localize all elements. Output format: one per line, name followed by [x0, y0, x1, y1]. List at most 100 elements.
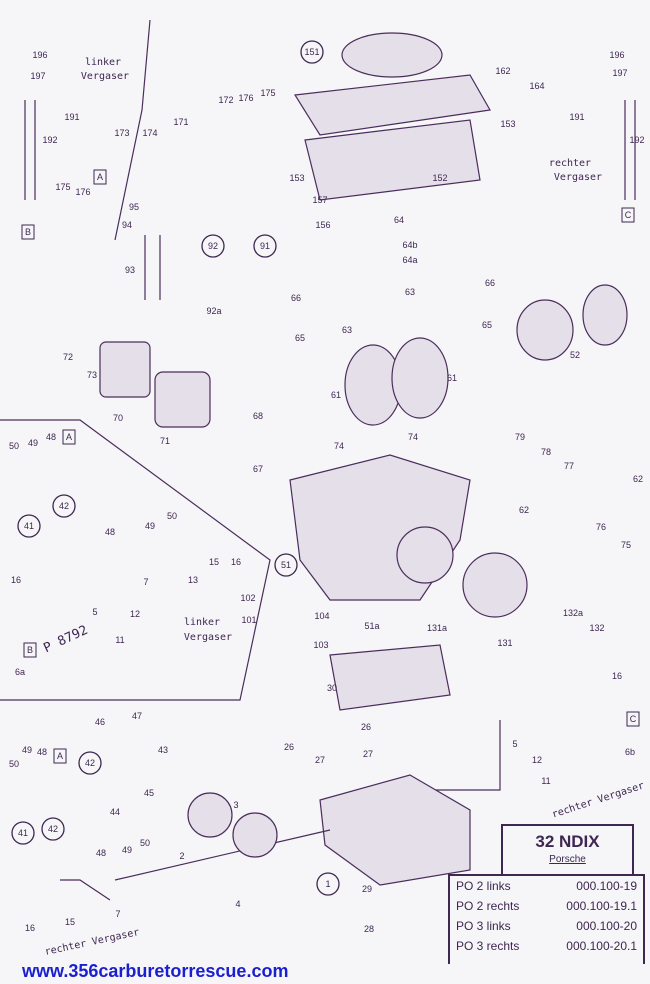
part-number-label: 42 — [59, 501, 69, 511]
callout-circle — [41, 817, 65, 841]
part-number-label: 1 — [325, 879, 330, 889]
part-number-label: 95 — [129, 202, 139, 212]
cover-gasket — [154, 371, 211, 428]
part-number: 000.100-20 — [576, 919, 637, 933]
part-number-label: 73 — [87, 370, 97, 380]
part-number-label: 48 — [96, 848, 106, 858]
part-number-label: 171 — [173, 117, 188, 127]
gasket — [304, 119, 481, 201]
callout-circle — [52, 494, 76, 518]
part-number-label: 50 — [9, 441, 19, 451]
part-number-label: 50 — [140, 838, 150, 848]
part-number-label: 50 — [9, 759, 19, 769]
base-gasket — [329, 644, 451, 711]
annotation-text: linker — [85, 57, 121, 68]
part-number-label: 15 — [65, 917, 75, 927]
callout-circle — [274, 553, 298, 577]
part-number-label: 197 — [612, 68, 627, 78]
part-number-label: 2 — [179, 851, 184, 861]
part-number-label: 30 — [327, 683, 337, 693]
part-number-label: 68 — [253, 411, 263, 421]
lever — [60, 879, 111, 901]
part-number-label: 66 — [485, 278, 495, 288]
reference-box — [621, 207, 635, 223]
part-number-label: 16 — [25, 923, 35, 933]
part-number-label: 48 — [105, 527, 115, 537]
part-number-label: 6a — [15, 667, 25, 677]
model-header: 32 NDIX Porsche — [501, 824, 634, 876]
part-number-label: 104 — [314, 611, 329, 621]
part-number-label: 49 — [28, 438, 38, 448]
annotation-text: Vergaser — [554, 172, 602, 183]
part-number-label: 26 — [284, 742, 294, 752]
spring — [624, 100, 636, 200]
part-number-label: 51a — [364, 621, 379, 631]
part-number-label: 44 — [110, 807, 120, 817]
annotation-text: rechter — [549, 158, 591, 169]
throttle-shaft — [114, 829, 331, 881]
part-number-label: C — [630, 714, 637, 724]
part-number-label: 62 — [519, 505, 529, 515]
part-number-label: 152 — [432, 173, 447, 183]
variant-name: PO 3 links — [456, 919, 511, 933]
accelerator-pump — [396, 526, 454, 584]
part-number-label: 5 — [512, 739, 517, 749]
part-number-label: B — [25, 227, 31, 237]
part-number-label: 11 — [541, 776, 550, 786]
part-number-label: 78 — [541, 447, 551, 457]
spring — [144, 235, 161, 300]
part-number-label: 52 — [570, 350, 580, 360]
part-number-label: 61 — [447, 373, 457, 383]
part-number-label: 41 — [18, 828, 28, 838]
parts-sketch — [0, 19, 636, 901]
part-number-label: A — [97, 172, 103, 182]
part-number-label: 45 — [144, 788, 154, 798]
part-number-label: 66 — [291, 293, 301, 303]
part-number-label: 7 — [115, 909, 120, 919]
part-number-label: 64b — [402, 240, 417, 250]
part-number-label: 172 — [218, 95, 233, 105]
part-number-label: 27 — [315, 755, 325, 765]
part-number-label: A — [57, 751, 63, 761]
part-number-label: 29 — [362, 884, 372, 894]
variant-name: PO 2 links — [456, 879, 511, 893]
part-number-label: 51 — [281, 560, 291, 570]
spring — [24, 100, 36, 200]
reference-box — [626, 711, 640, 727]
part-number-label: 64a — [402, 255, 417, 265]
part-number-label: 103 — [313, 640, 328, 650]
website-link[interactable]: www.356carburetorrescue.com — [22, 961, 289, 981]
callout-circle — [253, 234, 277, 258]
part-number-label: 157 — [312, 195, 327, 205]
part-number-label: 132 — [589, 623, 604, 633]
part-number-label: 164 — [529, 81, 544, 91]
part-number: 000.100-20.1 — [566, 939, 637, 953]
part-number-label: 4 — [235, 899, 240, 909]
part-number-label: 92 — [208, 241, 218, 251]
part-number-label: 28 — [364, 924, 374, 934]
callout-circle — [11, 821, 35, 845]
part-number-label: 12 — [532, 755, 542, 765]
part-number-label: C — [625, 210, 632, 220]
part-number-label: A — [66, 432, 72, 442]
callout-circle — [300, 40, 324, 64]
part-number-label: 11 — [115, 635, 124, 645]
part-number-label: 47 — [132, 711, 142, 721]
part-number-label: 191 — [569, 112, 584, 122]
annotation-text: Vergaser — [184, 632, 232, 643]
reference-box — [53, 748, 67, 764]
callout-circle — [78, 751, 102, 775]
part-number-label: 153 — [500, 119, 515, 129]
part-number-label: 101 — [241, 615, 256, 625]
part-number-label: 43 — [158, 745, 168, 755]
divider-line — [114, 19, 151, 241]
throttle-base — [319, 774, 471, 886]
part-number-label: 65 — [482, 320, 492, 330]
part-number-label: 71 — [160, 436, 170, 446]
part-number-label: 173 — [114, 128, 129, 138]
part-number-label: 7 — [143, 577, 148, 587]
part-number-label: 176 — [75, 187, 90, 197]
